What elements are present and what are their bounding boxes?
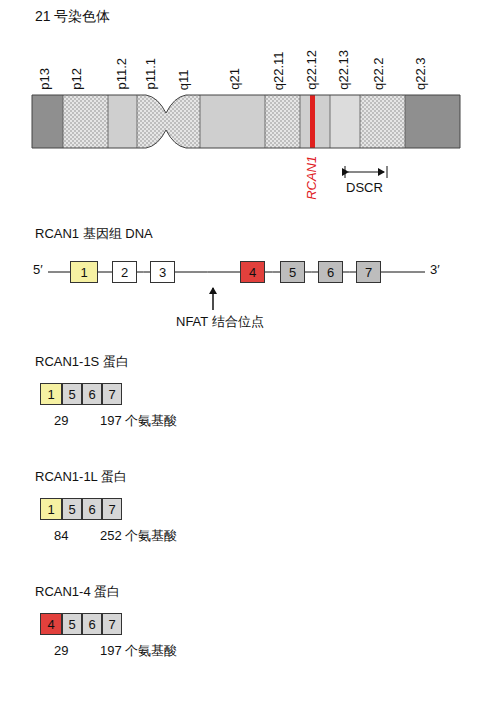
text-label: 5′ (33, 262, 43, 278)
box-text: 7 (108, 502, 115, 517)
text-label: 197 个氨基酸 (100, 643, 177, 659)
protein-domain: 5 (62, 383, 82, 405)
band-label: q22.13 (336, 50, 352, 90)
box-text: 4 (47, 617, 54, 632)
protein-domain: 6 (82, 383, 102, 405)
box-text: 6 (327, 265, 334, 280)
box-text: 5 (68, 387, 75, 402)
text-label: RCAN1 基因组 DNA (35, 226, 153, 242)
box-text: 1 (47, 502, 54, 517)
box-text: 6 (88, 502, 95, 517)
figure-title: 21 号染色体 (35, 8, 110, 25)
band-label: p11.2 (114, 58, 130, 90)
band-label: p12 (69, 68, 85, 90)
text-label: RCAN1-4 蛋白 (35, 584, 120, 600)
intron-line (175, 272, 240, 273)
text-label: RCAN1-1S 蛋白 (35, 354, 129, 370)
box-text: 5 (68, 502, 75, 517)
band-label: q22.2 (371, 57, 387, 90)
box-text: 7 (108, 387, 115, 402)
exon-box: 3 (150, 261, 175, 283)
protein-domain: 1 (40, 383, 62, 405)
band-label: q11 (175, 69, 191, 90)
text-label: NFAT 结合位点 (176, 314, 264, 330)
protein-domain: 1 (40, 498, 62, 520)
exon-box: 2 (112, 261, 137, 283)
text-label: 3′ (430, 262, 440, 278)
band-label: p11.1 (143, 58, 159, 90)
band-label: q21 (227, 68, 243, 90)
text-label: DSCR (346, 180, 383, 196)
box-text: 1 (80, 265, 87, 280)
protein-domain: 5 (62, 613, 82, 635)
box-text: 2 (121, 265, 128, 280)
band-label: q22.3 (413, 57, 429, 90)
box-text: 4 (249, 265, 256, 280)
intron-line (265, 272, 280, 273)
text-label: RCAN1-1L 蛋白 (35, 469, 127, 485)
text-label: 29 (54, 413, 68, 429)
box-text: 5 (68, 617, 75, 632)
protein-domain: 7 (102, 383, 122, 405)
exon-box: 1 (70, 261, 98, 283)
box-text: 3 (159, 265, 166, 280)
intron-line (98, 272, 112, 273)
exon-box: 7 (356, 261, 381, 283)
text-label: 29 (54, 643, 68, 659)
exon-box: 5 (280, 261, 305, 283)
protein-domain: 7 (102, 613, 122, 635)
intron-line (137, 272, 150, 273)
protein-domain: 5 (62, 498, 82, 520)
box-text: 7 (365, 265, 372, 280)
protein-domain: 6 (82, 498, 102, 520)
text-label: 252 个氨基酸 (100, 528, 177, 544)
box-text: 1 (47, 387, 54, 402)
box-text: 6 (88, 617, 95, 632)
box-text: 7 (108, 617, 115, 632)
band-label: q22.11 (270, 51, 286, 90)
band-label: RCAN1 (304, 156, 320, 200)
protein-domain: 7 (102, 498, 122, 520)
text-label: 84 (54, 528, 68, 544)
intron-line (305, 272, 318, 273)
text-label: 197 个氨基酸 (100, 413, 177, 429)
box-text: 5 (289, 265, 296, 280)
intron-line (343, 272, 356, 273)
band-label: q22.12 (304, 50, 320, 90)
exon-box: 6 (318, 261, 343, 283)
protein-domain: 6 (82, 613, 102, 635)
box-text: 6 (88, 387, 95, 402)
protein-domain: 4 (40, 613, 62, 635)
band-label: p13 (37, 68, 53, 90)
exon-box: 4 (240, 261, 265, 283)
